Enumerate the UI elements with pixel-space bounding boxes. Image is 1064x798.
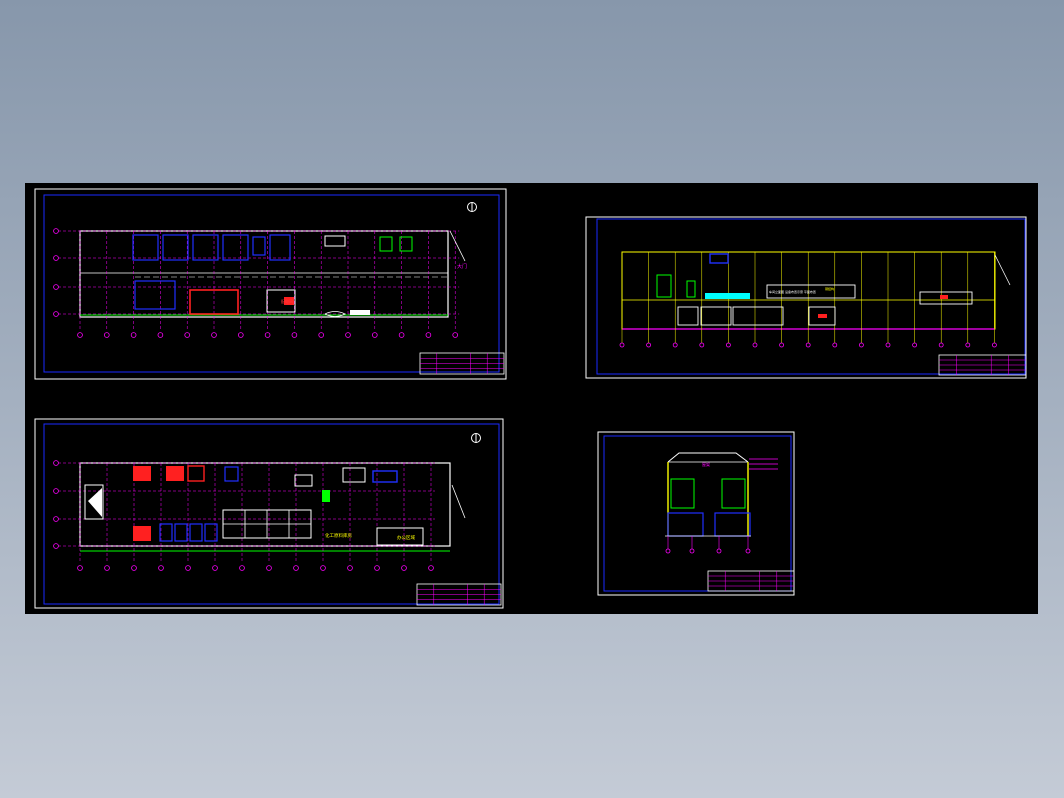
sheet-elevation[interactable]: 车间立面图 设备布置示意 平面布置 钢结构 [585, 216, 1027, 379]
workshop-label: 化工原料库房 [325, 532, 352, 539]
section-top-label: 屋架 [702, 461, 710, 467]
elevation-long-label: 车间立面图 设备布置示意 平面布置 [769, 289, 816, 294]
title-block [707, 570, 795, 592]
title-block [416, 583, 502, 606]
axis-grid [53, 460, 435, 571]
equipment-group: 化工原料库房 办公区域 [84, 465, 424, 546]
title-block [419, 352, 505, 375]
office-label: 办公区域 [397, 534, 415, 541]
axis-grid [53, 228, 460, 338]
equipment-group: 车间立面图 设备布置示意 平面布置 钢结构 [656, 253, 973, 326]
cad-model-space[interactable]: 配电间 大门 [25, 183, 1038, 614]
sheet-floor-plan-lower[interactable]: 化工原料库房 办公区域 [34, 418, 504, 609]
title-block [938, 354, 1027, 376]
elevation-right-label: 钢结构 [825, 286, 834, 291]
room-red-label: 配电间 [281, 298, 293, 304]
door-label: 大门 [457, 263, 467, 270]
sheet-floor-plan-upper[interactable]: 配电间 大门 [34, 188, 507, 380]
sheet-section[interactable]: 屋架 [597, 431, 795, 596]
equipment-group: 配电间 [132, 234, 413, 317]
axis-grid [619, 252, 997, 348]
drawing-canvas: 配电间 大门 [34, 188, 1027, 609]
axis-grid [665, 536, 751, 554]
